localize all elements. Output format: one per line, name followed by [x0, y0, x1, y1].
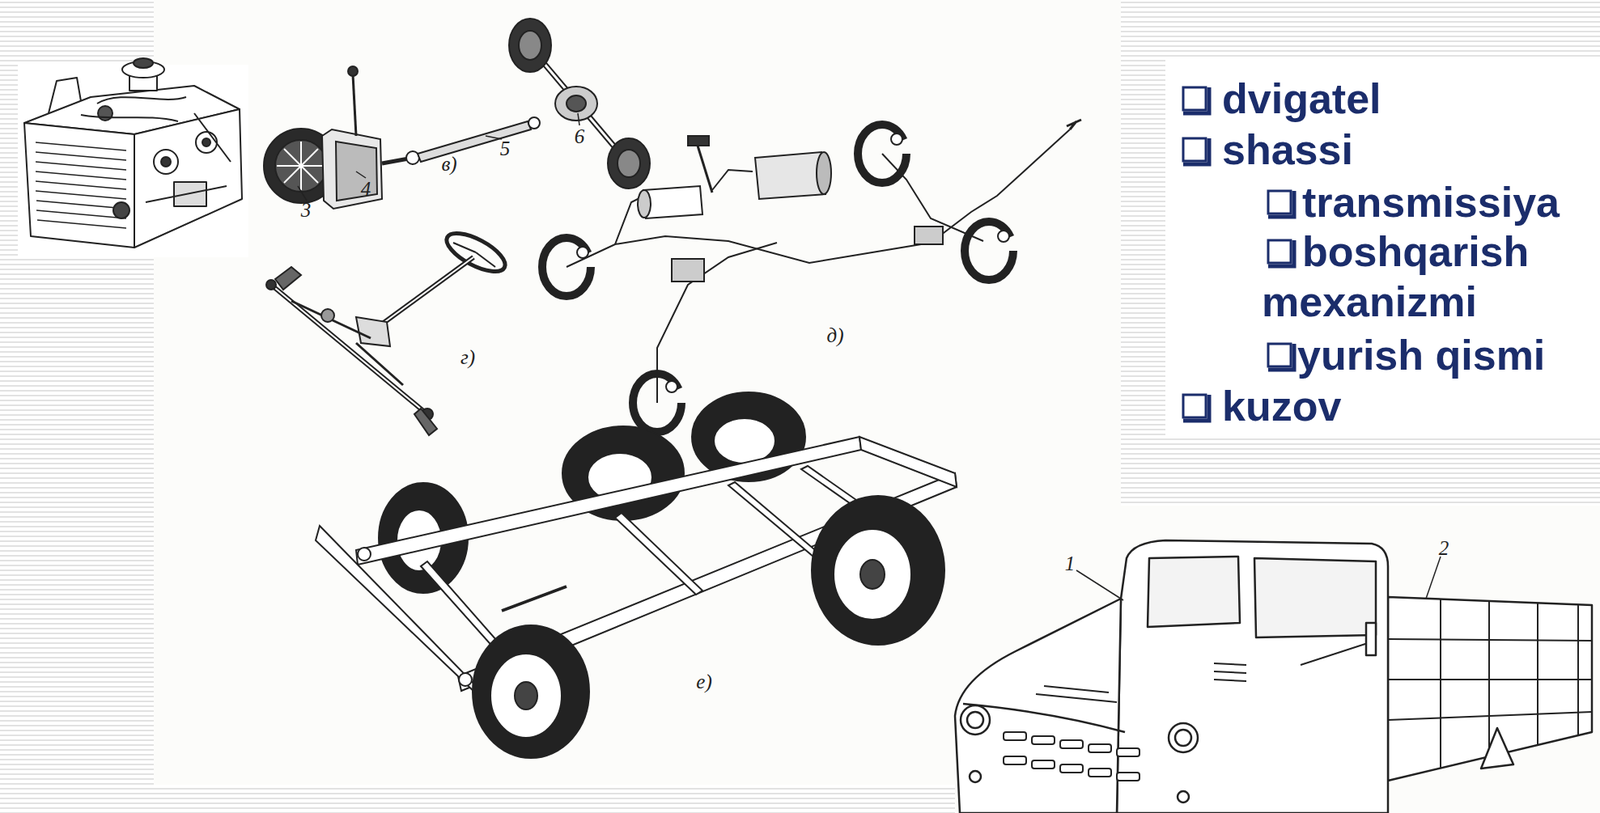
- list-item: dvigatel: [1222, 73, 1382, 124]
- list-item: kuzov: [1222, 381, 1342, 432]
- subfigure-letter: д): [827, 325, 845, 346]
- callout-number: 3: [301, 199, 312, 221]
- transmission-drawing: [263, 18, 650, 209]
- list-sub-item: transmissiya: [1302, 177, 1560, 228]
- callout-number: 4: [360, 178, 372, 200]
- brake-system-drawing: [542, 119, 1082, 433]
- steering-drawing: [266, 225, 511, 436]
- list-item: shassi: [1222, 124, 1354, 175]
- truck-drawing: [954, 540, 1592, 813]
- subfigure-letter: г): [460, 347, 476, 368]
- list-sub-item: boshqarish mexanizmi: [1261, 226, 1586, 327]
- callout-number: 5: [500, 138, 511, 159]
- subfigure-letter: е): [696, 671, 712, 692]
- callout-number: 6: [574, 126, 586, 147]
- subfigure-letter: в): [441, 153, 457, 175]
- chassis-drawing: [315, 392, 957, 759]
- callout-number: 1: [1065, 553, 1076, 574]
- list-sub-item: yurish qismi: [1297, 330, 1545, 381]
- callout-number: 2: [1438, 538, 1450, 559]
- engine-drawing: [24, 58, 242, 248]
